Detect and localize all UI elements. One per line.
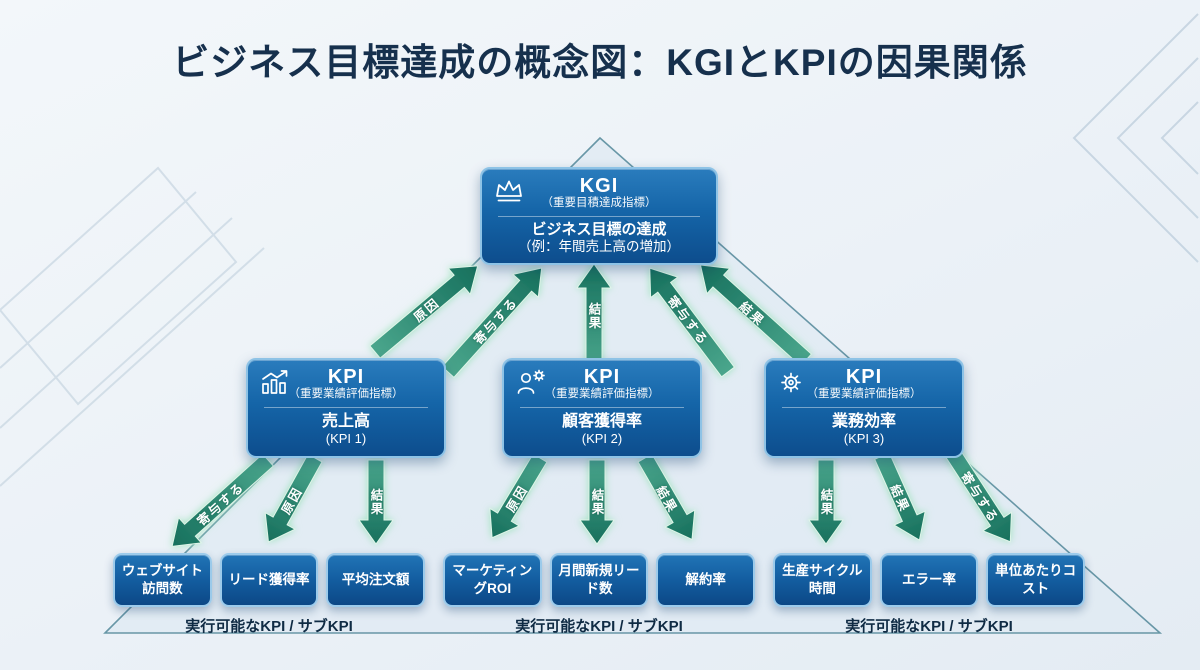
kpi2-number: (KPI 2) — [581, 430, 623, 446]
up-arrow-result-center — [576, 263, 612, 369]
down-arrow-cause-g1 — [264, 453, 323, 543]
sub-kpi-box-website-visits: ウェブサイト訪問数 — [113, 553, 212, 607]
kgi-title: KGI — [579, 175, 619, 197]
bar-chart-icon — [262, 370, 288, 394]
sub-kpi-group-1: ウェブサイト訪問数 リード獲得率 平均注文額 実行可能なKPI / サブKPI — [113, 553, 426, 636]
sub-kpi-group-3: 生産サイクル時間 エラー率 単位あたりコスト 実行可能なKPI / サブKPI — [773, 553, 1086, 636]
down-arrow-result-g2-mid — [579, 459, 615, 545]
group1-caption: 実行可能なKPI / サブKPI — [185, 618, 353, 635]
kpi2-divider — [520, 406, 684, 408]
down-arrows-group — [171, 446, 1013, 547]
down-arrow-cause-g2 — [489, 453, 548, 539]
down-arrow-result-g3-left — [808, 459, 844, 545]
sub-kpi-group-2: マーケティングROI 月間新規リード数 解約率 実行可能なKPI / サブKPI — [443, 553, 756, 636]
group3-caption: 実行可能なKPI / サブKPI — [845, 618, 1013, 635]
kpi2-name: 顧客獲得率 — [561, 412, 642, 430]
kgi-goal-line1: ビジネス目標の達成 — [531, 220, 667, 238]
sub-kpi-box-cycle-time: 生産サイクル時間 — [773, 553, 872, 607]
user-gear-icon — [517, 369, 545, 394]
sub-kpi-box-unit-cost: 単位あたりコスト — [986, 553, 1086, 607]
sub-kpi-box-error-rate: エラー率 — [879, 553, 979, 607]
kgi-subtitle: （重要目積達成指標） — [541, 197, 657, 209]
kpi1-name: 売上高 — [321, 412, 370, 430]
group2-caption: 実行可能なKPI / サブKPI — [515, 618, 683, 635]
kpi1-subtitle: （重要業績評価指標） — [288, 388, 404, 400]
down-arrow-label-result-g2-mid: 結果 — [589, 488, 604, 516]
sub-kpi-box-lead-rate: リード獲得率 — [219, 553, 319, 607]
kpi1-number: (KPI 1) — [325, 430, 367, 446]
down-arrow-label-result-g1: 結果 — [368, 488, 383, 516]
sub-kpi-box-monthly-leads: 月間新規リード数 — [549, 553, 649, 607]
down-arrow-result-g1 — [358, 459, 394, 545]
page-title: ビジネス目標達成の概念図：KGIとKPIの因果関係 — [172, 42, 1028, 83]
corner-line-decoration-top-left — [0, 166, 265, 487]
kpi2-subtitle: （重要業績評価指標） — [544, 388, 660, 400]
kpi3-divider — [782, 406, 946, 408]
up-arrow-label-result-center: 結果 — [586, 302, 601, 330]
down-arrow-contribute-g1 — [171, 453, 275, 547]
kgi-box: KGI （重要目積達成指標） ビジネス目標の達成 （例：年間売上高の増加） — [480, 167, 718, 265]
kpi1-title: KPI — [327, 366, 365, 388]
up-arrow-result-right — [699, 264, 813, 367]
down-arrow-label-result-g3-left: 結果 — [818, 488, 833, 516]
kgi-goal-line2: （例：年間売上高の増加） — [518, 238, 680, 254]
kpi2-title: KPI — [583, 366, 621, 388]
kpi1-divider — [264, 406, 428, 408]
sub-kpi-box-marketing-roi: マーケティングROI — [443, 553, 542, 607]
sub-kpi-row-2: マーケティングROI 月間新規リード数 解約率 — [443, 553, 756, 607]
kpi-box-3: KPI （重要業績評価指標） 業務効率 (KPI 3) — [764, 358, 964, 458]
up-arrow-contribute-left — [441, 267, 543, 379]
kgi-divider — [498, 215, 700, 217]
kpi3-name: 業務効率 — [831, 412, 896, 430]
corner-chevron-decoration-top-right — [1072, 13, 1199, 263]
down-arrow-result-g3-mid — [874, 452, 926, 541]
kpi3-title: KPI — [845, 366, 883, 388]
kpi3-header: KPI （重要業績評価指標） — [766, 360, 962, 402]
sub-kpi-row-3: 生産サイクル時間 エラー率 単位あたりコスト — [773, 553, 1086, 607]
down-arrow-result-g2-right — [637, 453, 696, 541]
sub-kpi-box-churn-rate: 解約率 — [656, 553, 756, 607]
up-arrow-contribute-right — [649, 267, 736, 378]
kpi1-header: KPI （重要業績評価指標） — [248, 360, 444, 402]
kgi-box-header: KGI （重要目積達成指標） — [482, 169, 716, 211]
crown-icon — [496, 180, 522, 202]
kpi-box-2: KPI （重要業績評価指標） 顧客獲得率 (KPI 2) — [502, 358, 702, 458]
sub-kpi-row-1: ウェブサイト訪問数 リード獲得率 平均注文額 — [113, 553, 426, 607]
gear-icon — [781, 372, 801, 393]
up-arrow-cause-left — [369, 265, 479, 359]
up-arrows-group — [369, 263, 813, 379]
kpi3-subtitle: （重要業績評価指標） — [806, 388, 922, 400]
kpi3-number: (KPI 3) — [843, 430, 885, 446]
sub-kpi-box-avg-order: 平均注文額 — [326, 553, 426, 607]
down-arrow-contribute-g3 — [944, 446, 1013, 543]
kpi-box-1: KPI （重要業績評価指標） 売上高 (KPI 1) — [246, 358, 446, 458]
kpi2-header: KPI （重要業績評価指標） — [504, 360, 700, 402]
